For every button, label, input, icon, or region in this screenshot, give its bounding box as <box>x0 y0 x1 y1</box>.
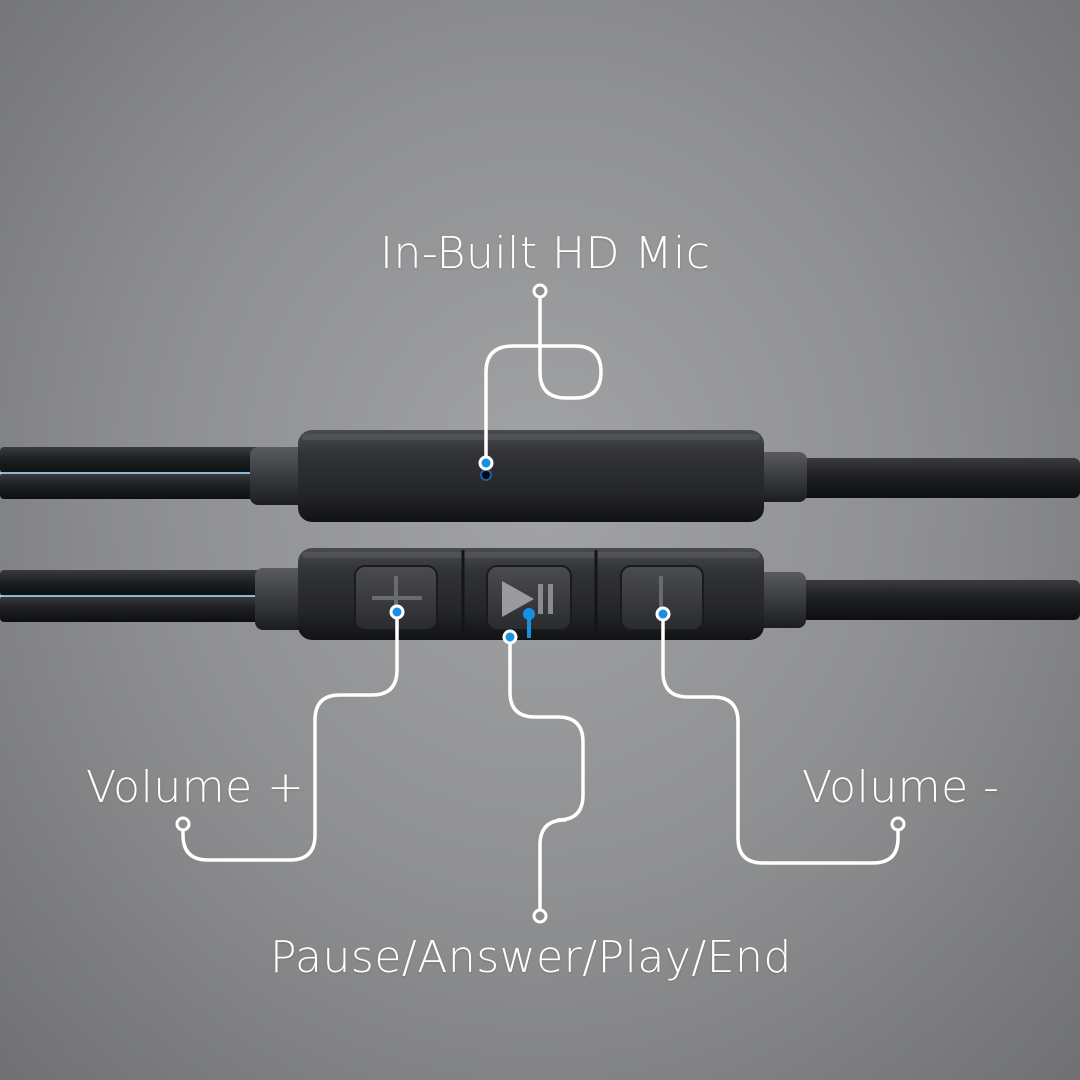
minus-icon <box>659 576 663 620</box>
leader-line-mic <box>484 289 603 465</box>
dot-volume-up-label <box>175 816 191 832</box>
top-right-cable <box>790 458 1080 498</box>
volume-up-callout-label: Volume + <box>86 762 305 813</box>
bottom-left-end-cap <box>255 568 310 630</box>
play-pause-button[interactable] <box>486 565 572 638</box>
dot-volume-down-label <box>890 816 906 832</box>
dot-volume-down-target <box>655 606 671 622</box>
mic-hole <box>480 469 492 481</box>
play-pause-callout-label: Pause/Answer/Play/End <box>270 932 792 983</box>
bottom-right-cable <box>790 580 1080 620</box>
play-pause-icon <box>502 581 553 617</box>
leader-line-play-pause <box>508 636 585 918</box>
bottom-left-cable-upper <box>0 570 265 596</box>
leader-line-volume-up <box>181 612 399 862</box>
dot-mic-label <box>532 283 548 299</box>
top-cable-assembly <box>0 430 1080 522</box>
plus-icon <box>372 576 422 620</box>
leader-dots <box>175 283 906 924</box>
top-left-cable-lower <box>0 473 260 499</box>
dot-mic-target <box>478 455 494 471</box>
volume-down-callout-label: Volume - <box>802 762 1000 813</box>
mic-housing <box>298 430 764 522</box>
dot-play-pause-target <box>502 629 518 645</box>
dot-volume-up-target <box>389 604 405 620</box>
bottom-left-cable-lower <box>0 596 265 622</box>
leader-line-volume-down <box>661 612 900 865</box>
dot-play-pause-label <box>532 908 548 924</box>
top-left-cable-upper <box>0 447 260 473</box>
bottom-cable-assembly <box>0 548 1080 640</box>
top-left-end-cap <box>250 447 308 505</box>
top-right-end-cap <box>755 452 807 502</box>
mic-callout-label: In-Built HD Mic <box>380 228 711 279</box>
leader-lines <box>181 289 900 918</box>
bottom-right-end-cap <box>752 572 806 628</box>
